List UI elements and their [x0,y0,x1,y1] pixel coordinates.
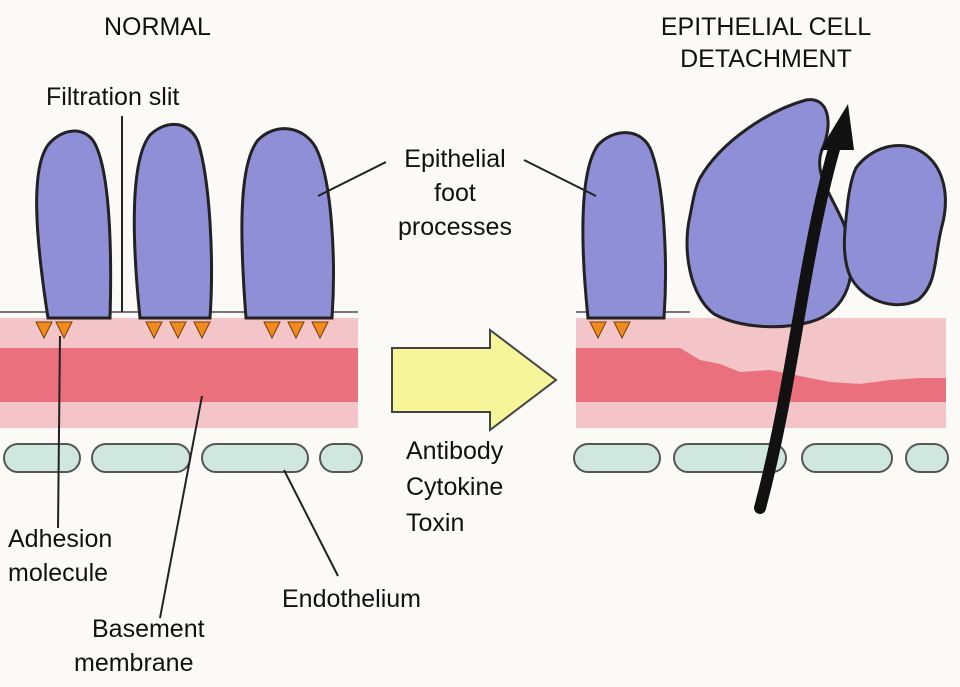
adhesion-molecule [145,321,163,340]
agent-toxin: Toxin [406,509,465,537]
endothelium-leader [283,469,339,577]
agent-antibody: Antibody [406,437,504,465]
label-foot-line3: processes [398,213,512,241]
agent-cytokine: Cytokine [406,473,504,501]
endothelium-right [573,443,949,473]
adhesion-molecule [287,321,305,340]
label-basement-line1: Basement [92,615,205,643]
label-basement-line2: membrane [74,649,194,677]
label-foot-line2: foot [434,179,476,207]
detachment-arrow [754,136,842,514]
label-adhesion-line1: Adhesion [8,525,113,553]
adhesion-molecule [613,321,631,340]
title-detached-line2: DETACHMENT [680,45,852,73]
adhesion-molecule [311,321,329,340]
adhesion-molecule [193,321,211,340]
leader-lines-left [57,161,387,619]
endothelial-cell [673,443,787,473]
foot-process [35,129,113,320]
adhesion-molecules-right [589,321,631,340]
adhesion-molecule [55,321,73,340]
adhesion-molecule [35,321,53,340]
adhesion-molecule [263,321,281,340]
label-adhesion-line2: molecule [8,559,109,587]
endothelium-left [3,443,363,473]
basement-membrane-dense-left [0,348,358,402]
endothelial-cell [91,443,191,473]
transition-arrow [391,327,558,433]
foot-process-leader-left [317,161,387,197]
detached-panel [523,98,949,514]
endothelial-cell [801,443,893,473]
foot-process-detached [842,144,947,307]
endothelial-cell [573,443,661,473]
basement-membrane-damaged [576,348,946,402]
adhesion-leader [57,335,61,529]
endothelial-cell [3,443,81,473]
foot-process-detached [685,98,854,329]
label-foot-line1: Epithelial [404,145,506,173]
adhesion-molecule [169,321,187,340]
foot-process-leader-right [523,159,597,197]
foot-process [240,127,335,320]
title-normal: NORMAL [104,13,211,41]
label-endothelium: Endothelium [282,585,421,613]
detachment-arrowhead [820,104,854,150]
foot-process [132,122,213,320]
label-filtration-slit: Filtration slit [46,83,180,111]
title-detached-line1: EPITHELIAL CELL [660,13,872,41]
adhesion-molecule [589,321,607,340]
foot-process-attached [581,131,667,320]
endothelial-cell [905,443,949,473]
adhesion-molecules-left [35,321,329,340]
basement-membrane-leader [159,395,203,619]
endothelial-cell [201,443,309,473]
normal-panel [0,116,387,619]
endothelial-cell [319,443,363,473]
